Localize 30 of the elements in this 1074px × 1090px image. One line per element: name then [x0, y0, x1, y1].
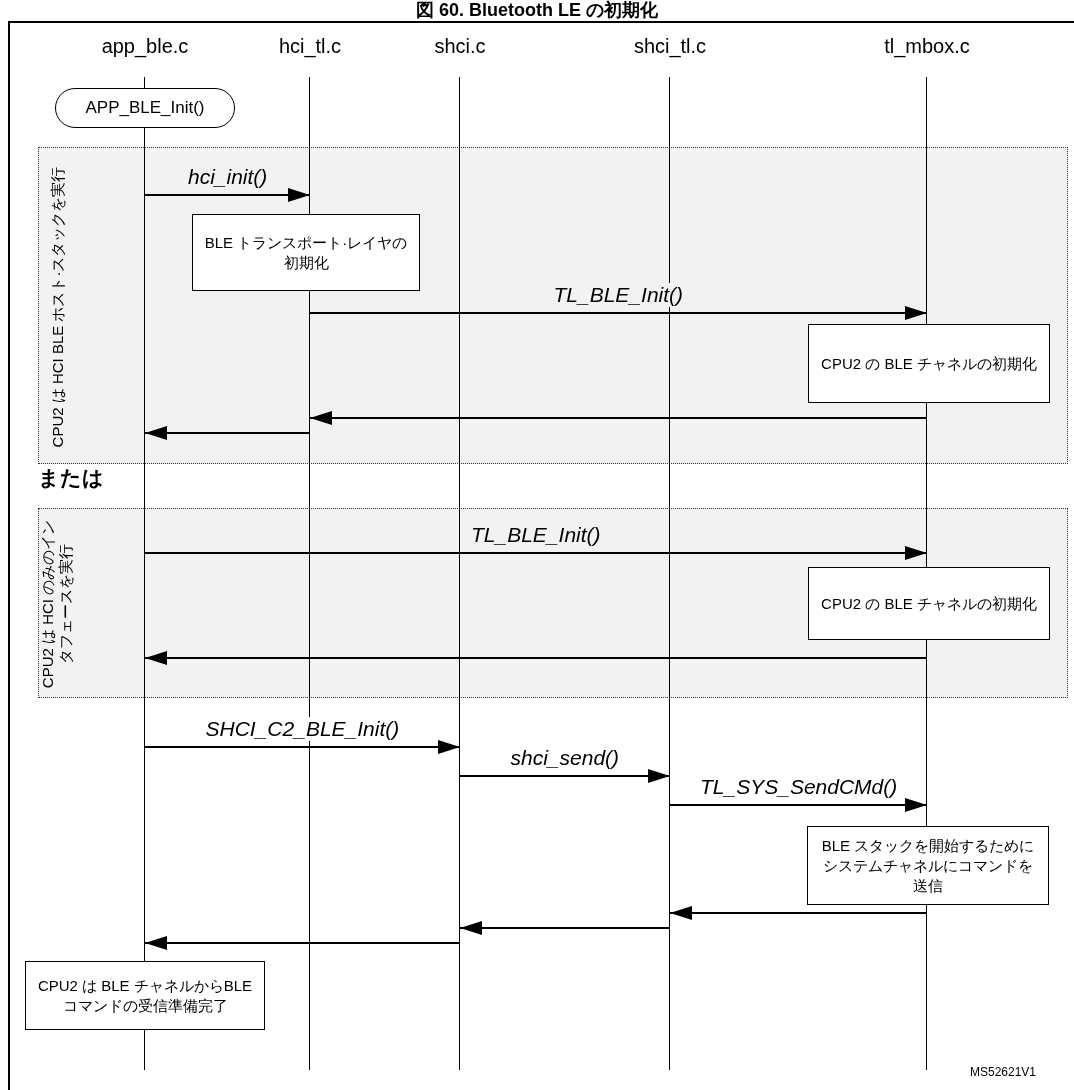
- title: 図 60. Bluetooth LE の初期化: [415, 0, 659, 20]
- arrow: [309, 306, 928, 320]
- arrow: [669, 906, 928, 920]
- object-name: shci_tl.c: [632, 34, 708, 58]
- object-name: shci.c: [433, 34, 487, 58]
- arrow: [459, 769, 671, 783]
- object-name: hci_tl.c: [277, 34, 343, 58]
- section-label: または: [38, 465, 104, 491]
- rotated-label: CPU2 は HCI のみのインタフェースを実行: [38, 518, 75, 691]
- group-band: [38, 147, 1068, 464]
- arrow: [144, 546, 928, 560]
- note-box: CPU2 の BLE チャネルの初期化: [808, 324, 1050, 403]
- group-band: [38, 508, 1068, 698]
- object-name: tl_mbox.c: [883, 34, 971, 58]
- arrow: [144, 651, 928, 665]
- note-box: CPU2 の BLE チャネルの初期化: [808, 567, 1050, 640]
- note-box: BLE スタックを開始するためにシステムチャネルにコマンドを送信: [807, 826, 1049, 905]
- arrow: [144, 426, 311, 440]
- arrow: [144, 740, 461, 754]
- arrow: [669, 798, 928, 812]
- note-box: BLE トランスポート·レイヤの初期化: [192, 214, 420, 291]
- arrow: [309, 411, 928, 425]
- object-name: app_ble.c: [100, 34, 190, 58]
- arrow: [459, 921, 671, 935]
- arrow: [144, 188, 311, 202]
- figure-id: MS52621V1: [970, 1064, 1037, 1080]
- rotated-label: CPU2 は HCI BLE ホスト·スタックを実行: [47, 165, 67, 449]
- note-box: CPU2 は BLE チャネルからBLE コマンドの受信準備完了: [25, 961, 265, 1030]
- arrow: [144, 936, 461, 950]
- start-box: APP_BLE_Init(): [55, 88, 235, 128]
